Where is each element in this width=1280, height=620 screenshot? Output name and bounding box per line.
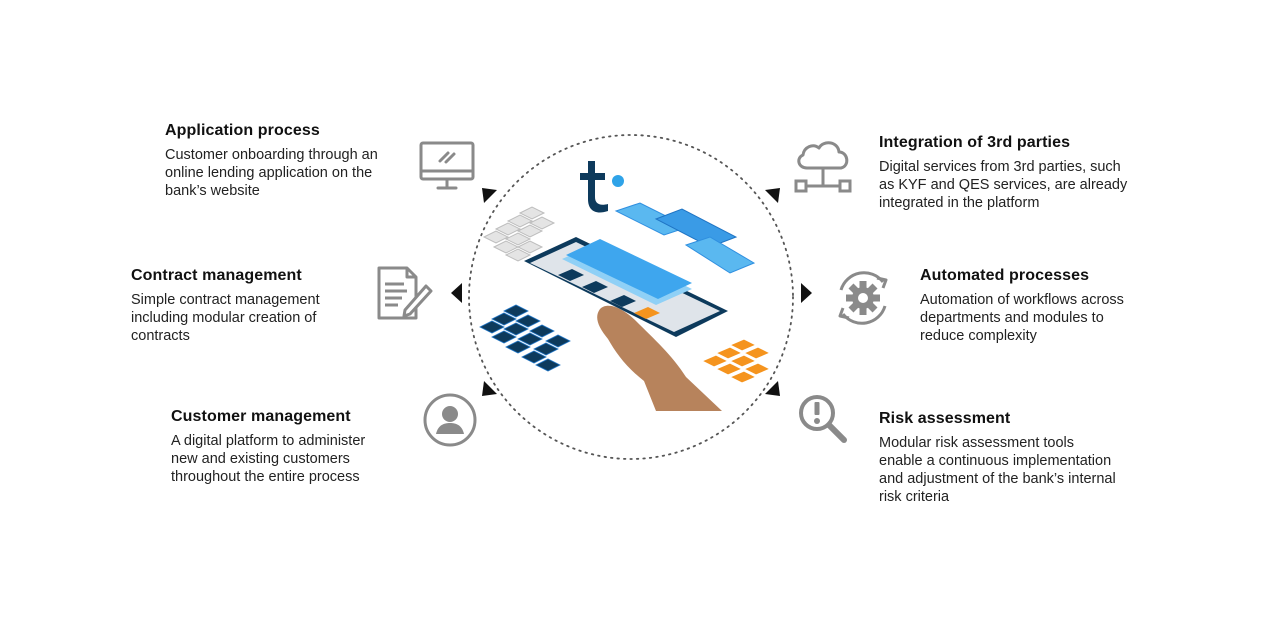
user-icon bbox=[423, 393, 477, 447]
gear-cycle-icon bbox=[838, 271, 888, 325]
feature-description: Automation of workflows across departmen… bbox=[920, 291, 1124, 345]
arrow-bottom-left bbox=[482, 381, 497, 396]
feature-title: Application process bbox=[165, 122, 320, 139]
description-line: Automation of workflows across bbox=[920, 292, 1124, 308]
feature-title: Automated processes bbox=[920, 267, 1090, 284]
feature-description: Simple contract management including mod… bbox=[131, 291, 320, 345]
feature-integration-3rd-parties: Integration of 3rd parties Digital servi… bbox=[879, 134, 1127, 212]
cloud-network-icon bbox=[794, 141, 852, 193]
smartphone bbox=[524, 237, 728, 337]
description-line: integrated in the platform bbox=[879, 195, 1040, 211]
description-line: online lending application on the bbox=[165, 165, 373, 181]
feature-description: Customer onboarding through an online le… bbox=[165, 146, 378, 200]
description-line: and adjustment of the bank’s internal bbox=[879, 471, 1116, 487]
feature-title: Integration of 3rd parties bbox=[879, 134, 1071, 151]
brand-logo bbox=[580, 161, 624, 213]
feature-customer-management: Customer management A digital platform t… bbox=[171, 408, 365, 486]
feature-application-process: Application process Customer onboarding … bbox=[165, 122, 378, 200]
gray-blocks bbox=[482, 206, 556, 262]
magnifier-alert-icon bbox=[799, 395, 847, 443]
feature-contract-management: Contract management Simple contract mana… bbox=[131, 267, 320, 345]
arrow-top-left bbox=[482, 188, 497, 203]
description-line: as KYF and QES services, are already bbox=[879, 177, 1128, 193]
arrow-bottom-right bbox=[765, 381, 780, 396]
arrow-mid-left bbox=[451, 283, 462, 303]
navy-blocks bbox=[479, 304, 571, 372]
description-line: departments and modules to bbox=[920, 310, 1104, 326]
description-line: Simple contract management bbox=[131, 292, 320, 308]
platform-illustration bbox=[468, 134, 794, 460]
feature-description: A digital platform to administer new and… bbox=[171, 432, 365, 486]
description-line: including modular creation of bbox=[131, 310, 317, 326]
hand bbox=[597, 305, 722, 411]
feature-description: Digital services from 3rd parties, such … bbox=[879, 158, 1127, 212]
description-line: throughout the entire process bbox=[171, 469, 360, 485]
feature-automated-processes: Automated processes Automation of workfl… bbox=[920, 267, 1124, 345]
feature-description: Modular risk assessment tools enable a c… bbox=[879, 434, 1116, 506]
monitor-icon bbox=[419, 141, 475, 190]
description-line: bank’s website bbox=[165, 183, 260, 199]
feature-title: Contract management bbox=[131, 267, 302, 284]
description-line: Digital services from 3rd parties, such bbox=[879, 159, 1121, 175]
feature-title: Customer management bbox=[171, 408, 351, 425]
description-line: enable a continuous implementation bbox=[879, 453, 1112, 469]
arrow-mid-right bbox=[801, 283, 812, 303]
blue-cards bbox=[614, 202, 756, 274]
description-line: Modular risk assessment tools bbox=[879, 435, 1075, 451]
feature-title: Risk assessment bbox=[879, 410, 1011, 427]
description-line: contracts bbox=[131, 328, 190, 344]
document-edit-icon bbox=[377, 266, 433, 320]
feature-risk-assessment: Risk assessment Modular risk assessment … bbox=[879, 410, 1116, 506]
description-line: Customer onboarding through an bbox=[165, 147, 378, 163]
description-line: reduce complexity bbox=[920, 328, 1037, 344]
description-line: risk criteria bbox=[879, 489, 950, 505]
orange-tiles bbox=[700, 338, 772, 384]
arrow-top-right bbox=[765, 188, 780, 203]
description-line: A digital platform to administer bbox=[171, 433, 366, 449]
description-line: new and existing customers bbox=[171, 451, 350, 467]
dotted-ring bbox=[468, 134, 794, 460]
